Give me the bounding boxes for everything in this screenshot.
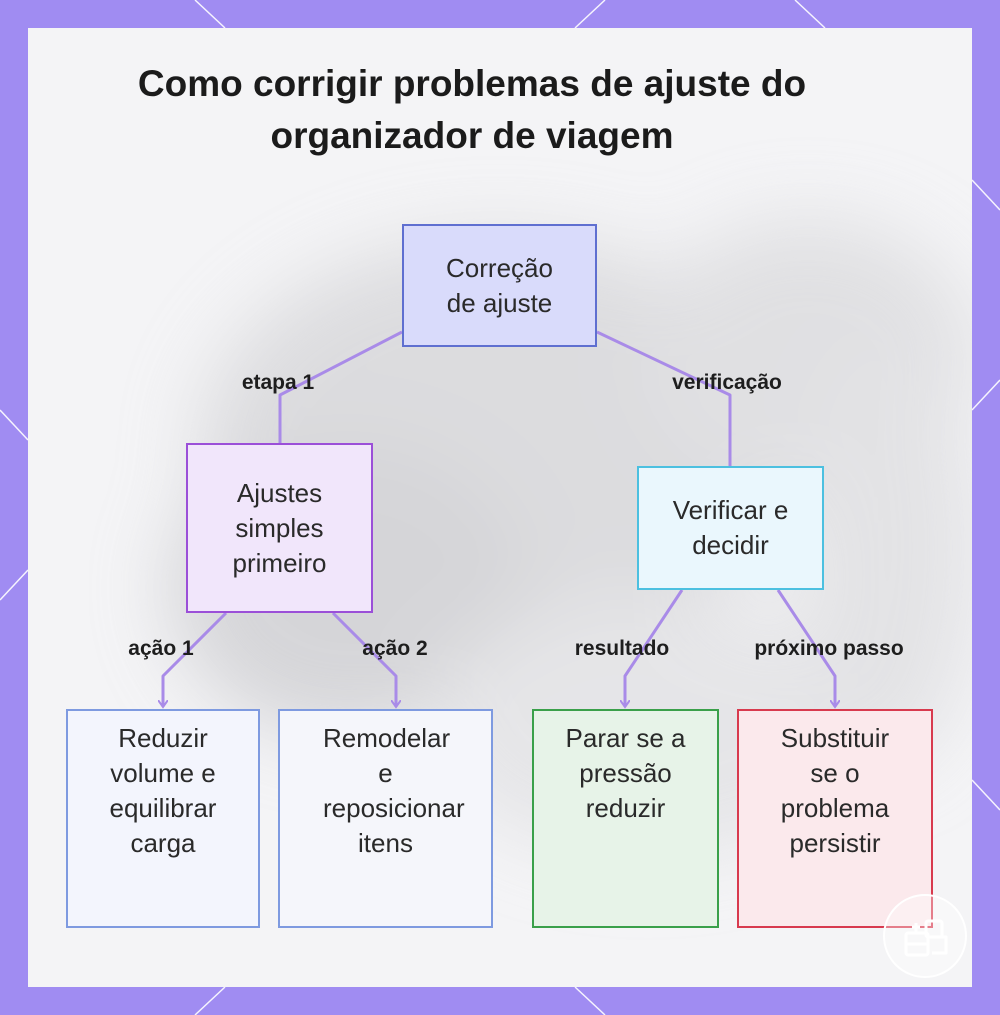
node-reduce: Reduzir volume e equilibrar carga	[66, 709, 260, 928]
node-verify: Verificar e decidir	[637, 466, 824, 590]
edge-label-next: próximo passo	[754, 637, 903, 661]
edge-label-result: resultado	[575, 637, 670, 661]
node-reshape: Remodelar e reposicionar itens	[278, 709, 493, 928]
node-stop-label: Parar se a pressão reduzir	[553, 721, 698, 826]
page-title: Como corrigir problemas de ajuste do org…	[100, 58, 844, 162]
node-simple: Ajustes simples primeiro	[186, 443, 373, 613]
node-stop: Parar se a pressão reduzir	[532, 709, 719, 928]
node-root: Correção de ajuste	[402, 224, 597, 347]
edge-label-action2: ação 2	[362, 637, 427, 661]
node-verify-label: Verificar e decidir	[656, 493, 806, 563]
edge-label-action1: ação 1	[128, 637, 193, 661]
edge-label-check: verificação	[672, 371, 782, 395]
node-simple-label: Ajustes simples primeiro	[220, 476, 340, 581]
node-reduce-label: Reduzir volume e equilibrar carga	[93, 721, 233, 861]
node-reshape-label: Remodelar e reposicionar itens	[323, 721, 448, 861]
edge-label-step1: etapa 1	[242, 371, 314, 395]
node-replace-label: Substituir se o problema persistir	[770, 721, 900, 861]
node-root-label: Correção de ajuste	[430, 251, 570, 321]
logo-icon	[882, 893, 968, 979]
